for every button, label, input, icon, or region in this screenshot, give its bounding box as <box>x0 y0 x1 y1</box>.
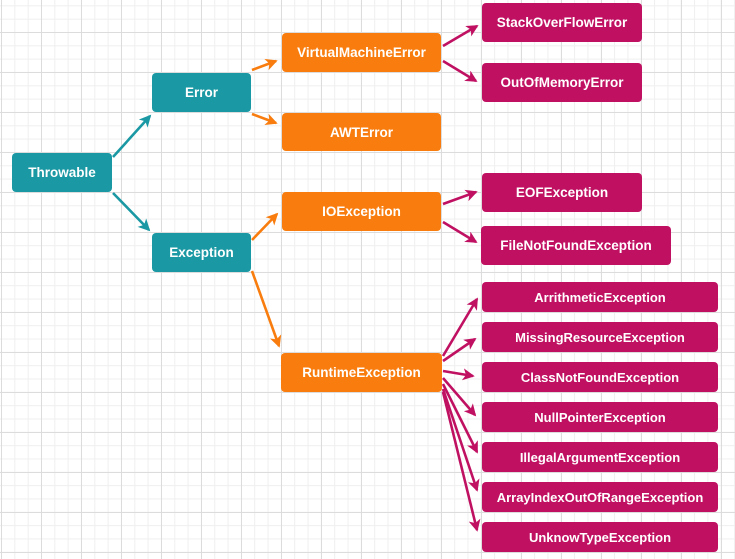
node-stackoverflowerror[interactable]: StackOverFlowError <box>482 3 642 42</box>
edge-virtualmachineerror-outofmemoryerror[interactable] <box>442 59 478 83</box>
node-arrithmeticexception[interactable]: ArrithmeticException <box>482 282 718 312</box>
node-filenotfoundexception[interactable]: FileNotFoundException <box>481 226 671 265</box>
node-error[interactable]: Error <box>152 73 251 112</box>
node-runtimeexception[interactable]: RuntimeException <box>281 353 442 392</box>
node-eofexception[interactable]: EOFException <box>482 173 642 212</box>
node-outofmemoryerror[interactable]: OutOfMemoryError <box>482 63 642 102</box>
edge-runtimeexception-classnotfoundexception[interactable] <box>442 368 475 381</box>
node-missingresourceexception[interactable]: MissingResourceException <box>482 322 718 352</box>
edge-virtualmachineerror-stackoverflowerror[interactable] <box>442 24 479 48</box>
node-throwable[interactable]: Throwable <box>12 153 112 192</box>
node-ioexception[interactable]: IOException <box>282 192 441 231</box>
node-classnotfoundexception[interactable]: ClassNotFoundException <box>482 362 718 392</box>
edge-error-awterror[interactable] <box>251 112 278 126</box>
edge-runtimeexception-arrayindexoutofrangeexception[interactable] <box>441 388 480 492</box>
node-virtualmachineerror[interactable]: VirtualMachineError <box>282 33 441 72</box>
edge-runtimeexception-missingresourceexception[interactable] <box>442 337 477 363</box>
edge-runtimeexception-arrithmeticexception[interactable] <box>441 297 479 357</box>
edge-throwable-exception[interactable] <box>112 192 151 232</box>
node-exception[interactable]: Exception <box>152 233 251 272</box>
node-arrayindexoutofrangeexception[interactable]: ArrayIndexOutOfRangeException <box>482 482 718 512</box>
node-unknowtypeexception[interactable]: UnknowTypeException <box>482 522 718 552</box>
edge-throwable-error[interactable] <box>112 114 152 158</box>
node-illegalargumentexception[interactable]: IllegalArgumentException <box>482 442 718 472</box>
node-awterror[interactable]: AWTError <box>282 113 441 151</box>
edge-runtimeexception-unknowtypeexception[interactable] <box>441 391 481 532</box>
edge-runtimeexception-nullpointerexception[interactable] <box>442 377 477 417</box>
edge-ioexception-eofexception[interactable] <box>442 189 478 206</box>
node-nullpointerexception[interactable]: NullPointerException <box>482 402 718 432</box>
edge-exception-runtimeexception[interactable] <box>250 270 282 348</box>
edge-error-virtualmachineerror[interactable] <box>251 58 278 72</box>
edge-runtimeexception-illegalargumentexception[interactable] <box>441 383 479 454</box>
edge-exception-ioexception[interactable] <box>251 212 279 241</box>
edge-ioexception-filenotfoundexception[interactable] <box>442 220 478 244</box>
